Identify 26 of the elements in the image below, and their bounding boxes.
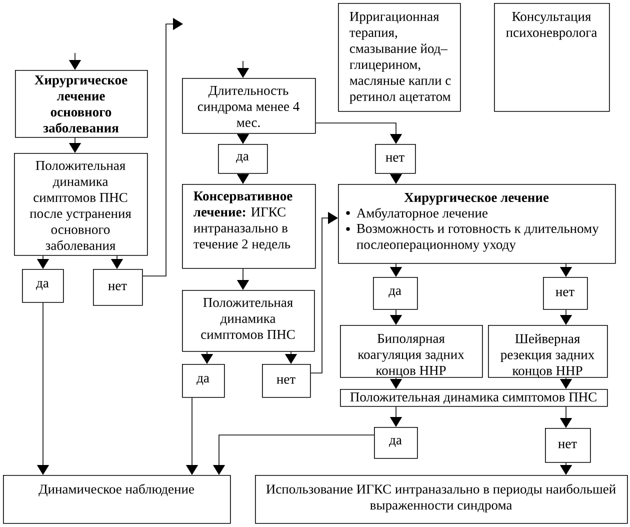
process-box: Положительная динамика симптомов ПНС после устранения основного заболевания bbox=[14, 153, 148, 256]
choice-box: нет bbox=[543, 277, 588, 310]
process-box: Положительная динамика симптомов ПНС bbox=[182, 290, 315, 352]
process-box: Хирургическое лечение основного заболевания bbox=[15, 70, 148, 138]
process-box: Консультация психоневролога bbox=[494, 3, 610, 112]
arrow bbox=[315, 122, 402, 144]
choice-box: да bbox=[374, 427, 418, 459]
choice-box: да bbox=[218, 144, 268, 174]
choice-box: да bbox=[182, 364, 225, 398]
process-box: Использование ИГКС интраназально в периоды наибольшей выраженности синдрома bbox=[255, 475, 628, 524]
process-box: Динамическое наблюдение bbox=[3, 475, 231, 524]
process-box: Биполярная коагуляция задних концов ННР bbox=[340, 325, 483, 378]
arrow bbox=[142, 18, 183, 276]
arrow bbox=[310, 212, 338, 374]
choice-box: да bbox=[373, 277, 418, 310]
choice-box: нет bbox=[545, 428, 591, 463]
choice-box: нет bbox=[375, 144, 416, 174]
choice-box: да bbox=[22, 269, 64, 303]
process-box: Шейверная резекция задних концов ННР bbox=[488, 325, 608, 378]
choice-box: нет bbox=[262, 364, 311, 398]
process-box: Длительность синдрома менее 4 мес. bbox=[182, 78, 316, 134]
choice-box: нет bbox=[93, 269, 143, 306]
process-box: Консервативное лечение: ИГКС интраназально в течение 2 недель bbox=[182, 184, 316, 269]
process-box: Хирургическое лечение Амбулаторное лечение Возможность и готовность к длительному послеоперационному уходу bbox=[338, 184, 616, 264]
process-box: Ирригационная терапия, смазывание йод–глицерином, масляные капли с ретинол ацетатом bbox=[338, 3, 461, 112]
process-box: Положительная динамика симптомов ПНС bbox=[340, 389, 608, 407]
